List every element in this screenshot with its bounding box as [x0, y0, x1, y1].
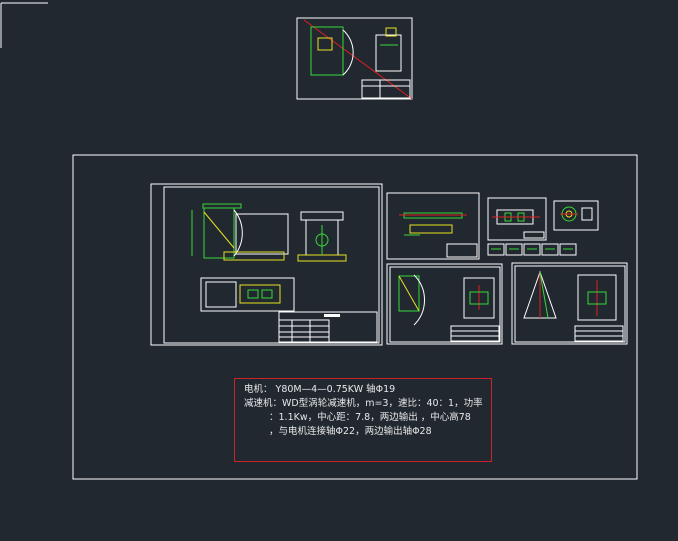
reducer-spec-continued-2: ，与电机连接轴Φ22，两边输出轴Φ28: [269, 426, 432, 437]
reducer-spec-continued-1: ：1.1Kw，中心距：7.8，两边输出 ，中心高78: [269, 412, 471, 423]
ucs-icon: [0, 2, 48, 48]
technical-notes-box: 电机： Y80M—4—0.75KW 轴Φ19 减速机：WD型涡轮减速机，m=3，…: [234, 378, 492, 462]
assembly-sheet[interactable]: [150, 183, 383, 346]
shaft-part-sheet[interactable]: [386, 192, 480, 260]
reducer-spec-text: 减速机：WD型涡轮减速机，m=3，速比：40：1，功率: [244, 398, 483, 409]
gear-part-sheet[interactable]: [553, 200, 599, 231]
main-sheet-frame: [72, 154, 638, 480]
frame-arc-part-sheet[interactable]: [386, 263, 503, 345]
small-part-sheet[interactable]: [487, 197, 547, 241]
cone-part-sheet[interactable]: [511, 262, 628, 345]
motor-spec-text: 电机： Y80M—4—0.75KW 轴Φ19: [244, 384, 396, 395]
preview-sheet[interactable]: [296, 17, 413, 100]
mini-sheets-row[interactable]: [487, 243, 577, 256]
